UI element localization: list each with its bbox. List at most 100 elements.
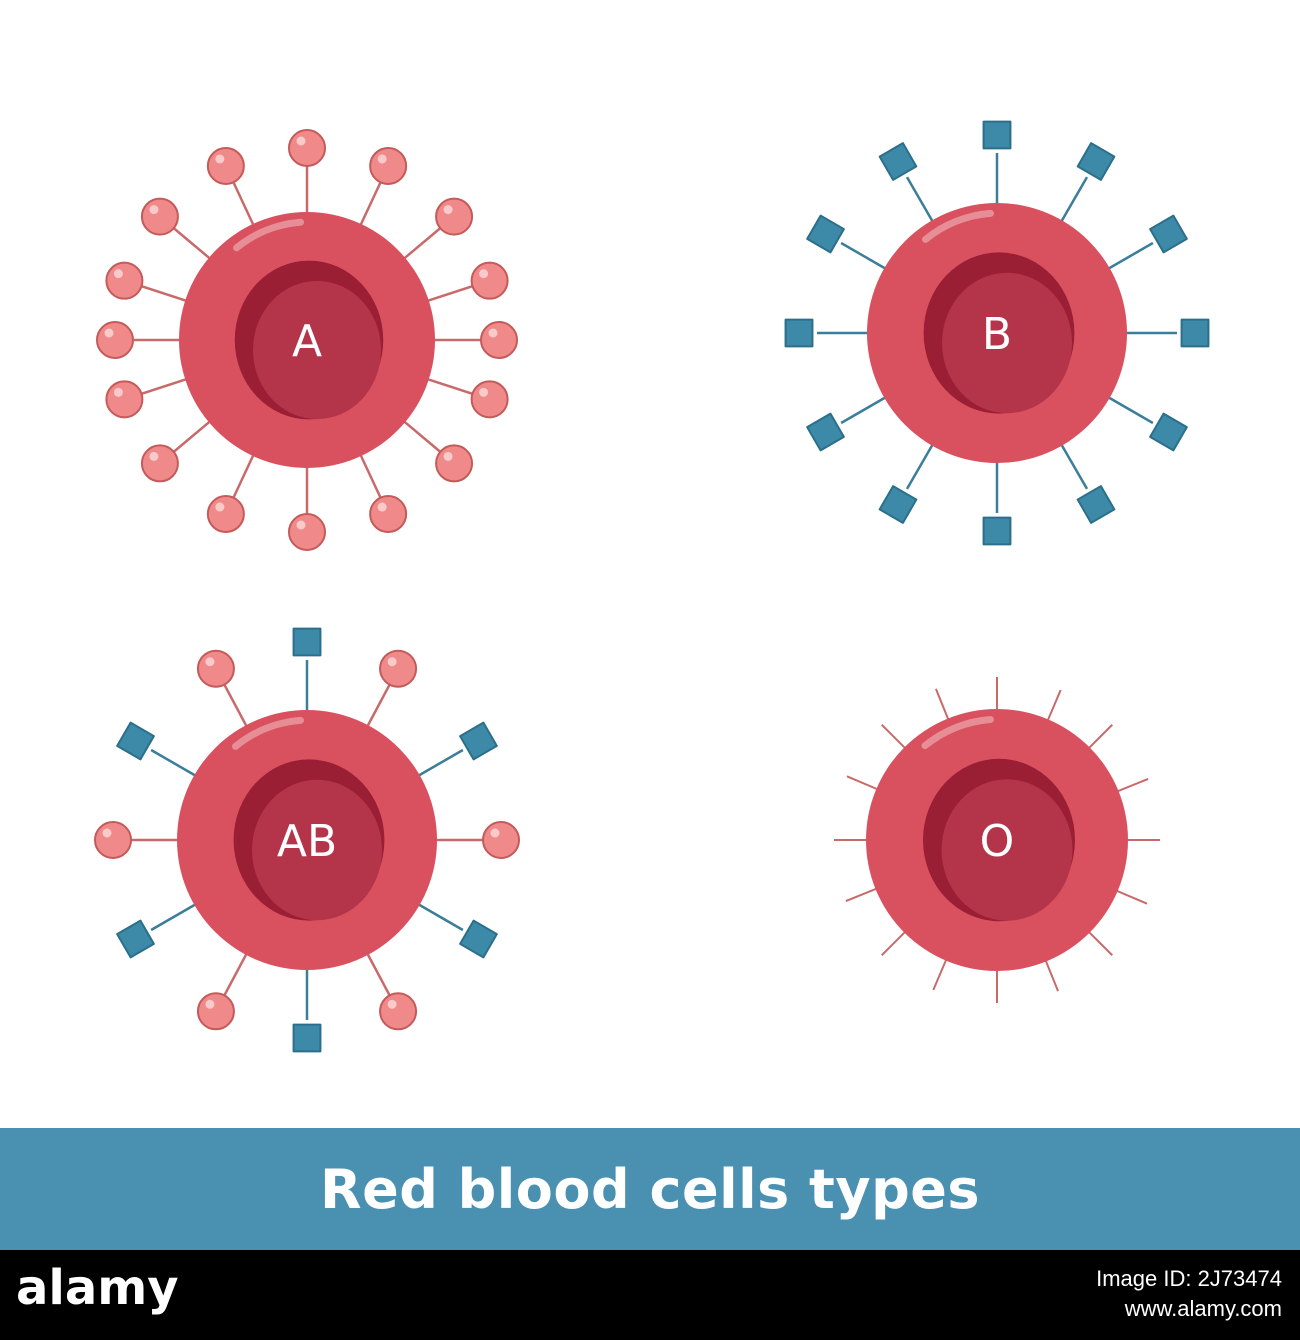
antigen-a-icon <box>206 495 245 534</box>
antigen-stalk <box>1058 441 1089 490</box>
receptor-stub <box>1086 929 1113 956</box>
antigen-stalk <box>171 225 213 262</box>
antigen-stalk <box>150 901 199 932</box>
antigen-highlight <box>377 154 387 164</box>
antigen-stalk <box>1105 241 1154 272</box>
antigen-b-icon <box>1149 214 1188 254</box>
receptor-stub <box>845 886 880 902</box>
antigen-stalk <box>222 950 249 998</box>
antigen-highlight <box>102 828 112 838</box>
antigen-highlight <box>377 502 387 512</box>
antigen-highlight <box>296 520 306 530</box>
receptor-stub <box>1114 778 1149 794</box>
antigen-highlight <box>215 154 225 164</box>
antigen-highlight <box>443 451 453 461</box>
cell-center <box>252 779 382 921</box>
cell-shine <box>232 716 304 750</box>
cell-shine <box>921 715 994 750</box>
antigen-a-icon <box>288 513 326 551</box>
antigen-stalk <box>222 682 249 730</box>
antigen-b-icon <box>116 721 155 761</box>
antigen-stalk <box>840 241 889 272</box>
antigen-stalk <box>415 748 464 779</box>
antigen-a-icon <box>470 380 509 419</box>
antigen-b-icon <box>292 1023 322 1053</box>
antigen-highlight <box>113 269 123 279</box>
antigen-highlight <box>215 502 225 512</box>
site-url-text: www.alamy.com <box>1124 1296 1282 1321</box>
cell-label: AB <box>277 816 337 867</box>
antigen-b-icon <box>1180 318 1210 348</box>
antigen-a-icon <box>105 380 144 419</box>
antigen-stalk <box>231 179 256 229</box>
diagram-title: Red blood cells types <box>319 1157 980 1221</box>
cell-label: B <box>982 309 1012 360</box>
antigen-a-icon <box>470 261 509 300</box>
antigen-a-icon <box>369 495 408 534</box>
antigen-b-icon <box>878 142 918 181</box>
footer-info: Image ID: 2J73474 www.alamy.com <box>1096 1264 1282 1324</box>
antigen-b-icon <box>292 627 322 657</box>
antigen-highlight <box>490 828 500 838</box>
cell-label: O <box>980 816 1015 867</box>
cell-shine <box>922 209 994 243</box>
antigen-a-icon <box>105 261 144 300</box>
antigen-highlight <box>479 269 489 279</box>
antigen-a-icon <box>379 649 418 688</box>
antigen-b-icon <box>116 919 155 959</box>
antigen-stalk <box>424 377 475 396</box>
antigen-a-icon <box>369 146 408 185</box>
antigen-b-icon <box>1076 142 1116 181</box>
receptor-stub <box>1043 957 1059 992</box>
antigen-a-icon <box>435 444 474 483</box>
antigen-stalk <box>401 418 443 455</box>
antigen-highlight <box>443 205 453 215</box>
antigen-a-icon <box>482 821 520 859</box>
antigen-b-icon <box>806 214 845 254</box>
antigen-highlight <box>387 999 397 1009</box>
antigen-stalk <box>365 682 392 730</box>
antigen-highlight <box>113 387 123 397</box>
antigen-b-icon <box>982 516 1012 546</box>
cell-type-ab: AB <box>94 627 520 1053</box>
image-id-text: Image ID: 2J73474 <box>1096 1266 1282 1291</box>
antigen-stalk <box>365 950 392 998</box>
antigen-stalk <box>424 284 475 303</box>
antigen-a-icon <box>140 444 179 483</box>
cell-type-a: A <box>96 129 518 551</box>
cell-center <box>942 272 1072 414</box>
antigen-stalk <box>401 225 443 262</box>
antigen-stalk <box>139 377 190 396</box>
antigen-a-icon <box>435 197 474 236</box>
cell-type-o: O <box>834 677 1160 1003</box>
receptor-stub <box>1086 724 1113 751</box>
antigen-stalk <box>358 179 383 229</box>
antigen-a-icon <box>288 129 326 167</box>
cell-center <box>941 779 1073 921</box>
antigen-stalk <box>415 901 464 932</box>
receptor-stub <box>1045 689 1062 724</box>
cell-center <box>253 280 381 420</box>
antigen-a-icon <box>96 321 134 359</box>
antigen-b-icon <box>459 919 498 959</box>
antigen-stalk <box>171 418 213 455</box>
antigen-a-icon <box>196 649 235 688</box>
antigen-stalk <box>1105 394 1154 425</box>
antigen-b-icon <box>878 485 918 524</box>
antigen-stalk <box>231 451 256 501</box>
antigen-highlight <box>479 387 489 397</box>
receptor-stub <box>846 775 881 792</box>
antigen-a-icon <box>140 197 179 236</box>
receptor-stub <box>935 688 951 723</box>
antigen-stalk <box>150 748 199 779</box>
antigen-b-icon <box>1149 412 1188 452</box>
blood-cell-diagram: A B AB O <box>94 120 1210 1053</box>
footer-logo: alamy <box>16 1260 179 1316</box>
antigen-a-icon <box>206 146 245 185</box>
title-banner: Red blood cells types <box>0 1128 1300 1250</box>
antigen-stalk <box>1058 176 1089 225</box>
antigen-stalk <box>139 284 190 303</box>
antigen-highlight <box>205 657 215 667</box>
receptor-stub <box>881 929 908 956</box>
antigen-highlight <box>149 451 159 461</box>
